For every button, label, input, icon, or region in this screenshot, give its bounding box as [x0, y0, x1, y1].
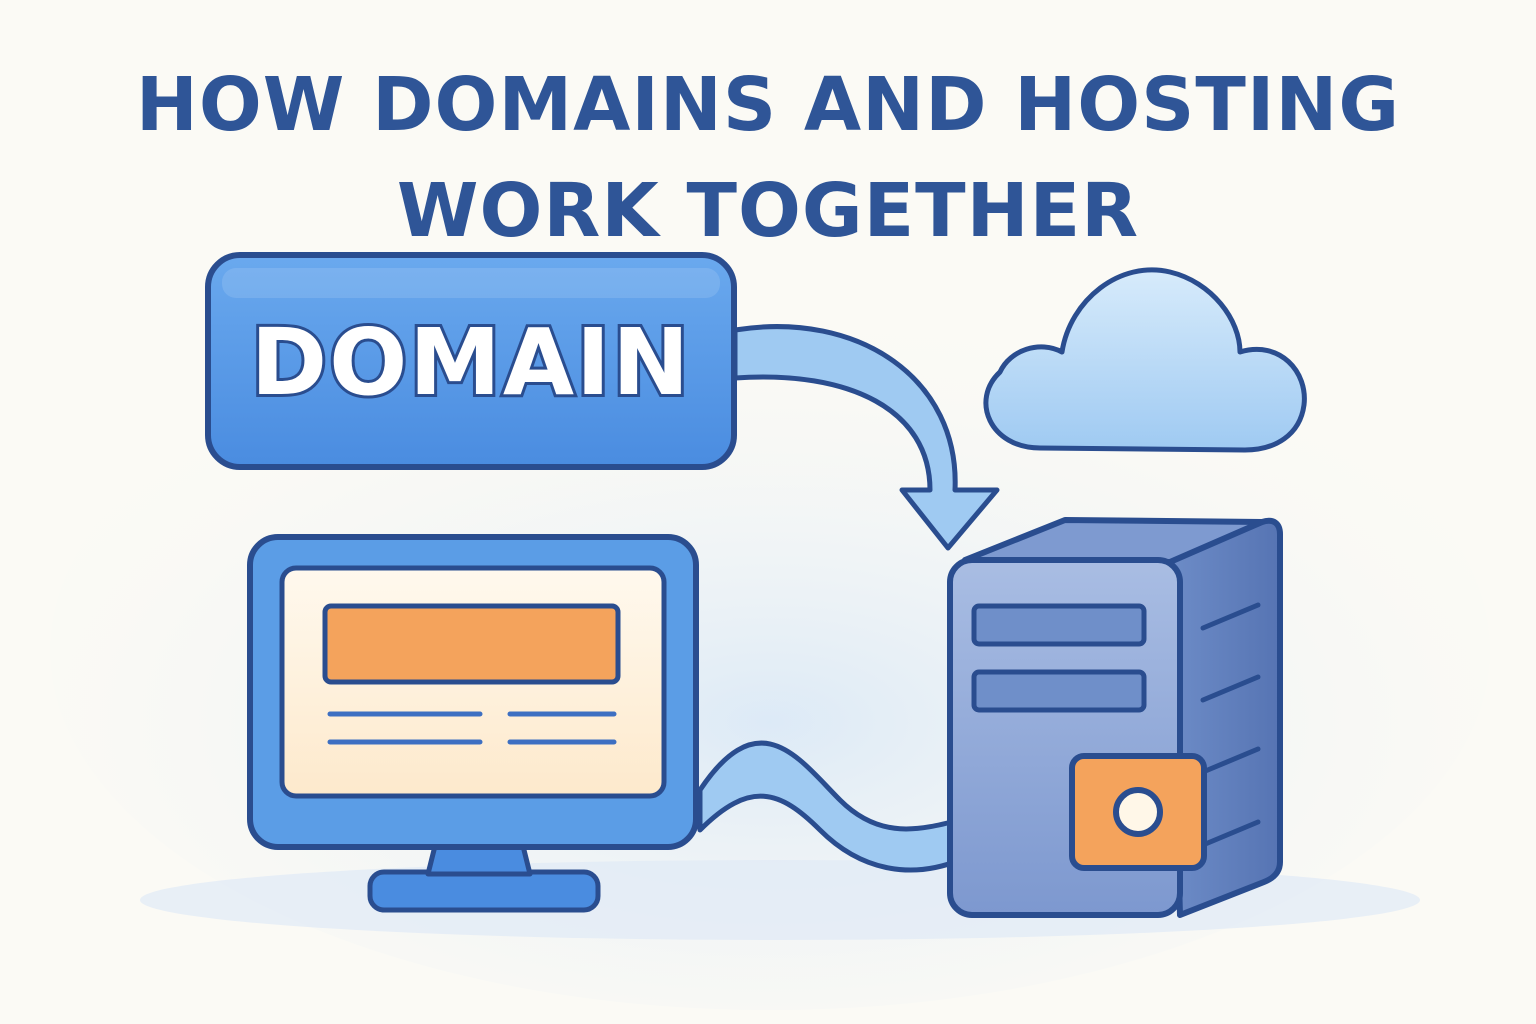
cloud-icon — [983, 267, 1307, 453]
power-button-icon — [1113, 787, 1163, 837]
title-line-1: HOW DOMAINS AND HOSTING — [135, 62, 1401, 148]
drive-bay-1 — [971, 603, 1147, 647]
domain-label: DOMAIN — [251, 309, 692, 416]
server-icon — [947, 517, 1283, 918]
title-line-2: WORK TOGETHER — [396, 168, 1140, 254]
domain-box: DOMAIN — [205, 252, 737, 470]
page-title: HOW DOMAINS AND HOSTING WORK TOGETHER — [0, 52, 1536, 264]
screen-text-lines — [327, 711, 617, 745]
monitor-icon — [247, 534, 699, 913]
side-vents — [1200, 602, 1261, 848]
arrow-icon — [732, 324, 1000, 551]
drive-bay-2 — [971, 669, 1147, 713]
screen-banner — [322, 603, 621, 685]
